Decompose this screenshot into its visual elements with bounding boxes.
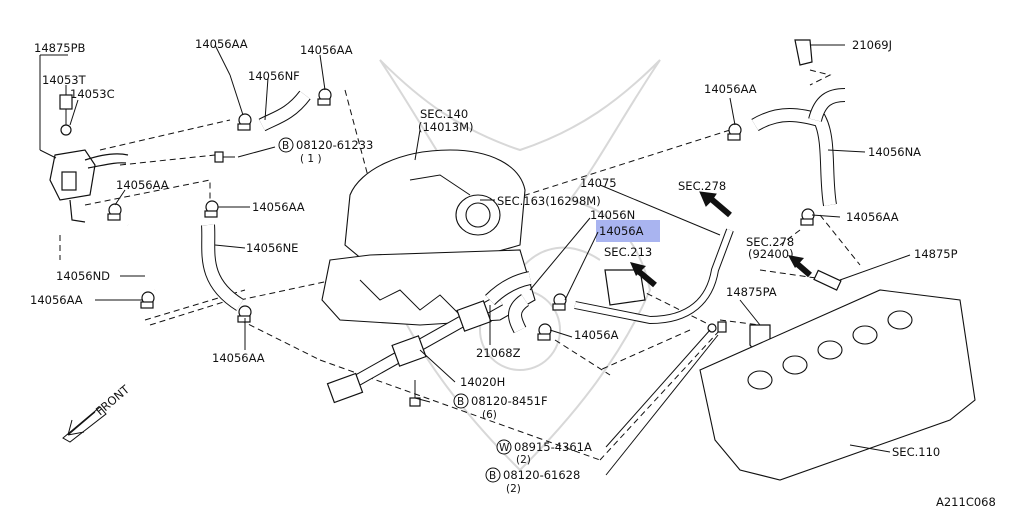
label-14053C[interactable]: 14053C (70, 87, 115, 101)
label-qty: ( 1 ) (300, 153, 322, 165)
circle-b-icon: B (278, 137, 294, 153)
label-14056AA[interactable]: 14056AA (30, 293, 83, 307)
label-14056NE[interactable]: 14056NE (246, 241, 298, 255)
highlight-box (596, 220, 660, 242)
bolt-icon[interactable] (409, 380, 421, 407)
leader (69, 99, 79, 126)
front-arrow-icon (62, 406, 107, 443)
label-sec110[interactable]: SEC.110 (892, 445, 940, 459)
front-label: FRONT (93, 382, 133, 419)
bolt-icon[interactable] (214, 151, 235, 163)
label-sec213[interactable]: SEC.213 (604, 245, 652, 259)
label-sec140[interactable]: SEC.140 (420, 107, 468, 121)
label-14056NA[interactable]: 14056NA (868, 145, 921, 159)
bracket-21069J[interactable] (794, 39, 813, 66)
circle-b-icon: B (453, 393, 469, 409)
sensor-14875P[interactable] (813, 269, 842, 291)
hose-14056NA[interactable] (751, 88, 846, 207)
label-14056AA[interactable]: 14056AA (212, 351, 265, 365)
intake-manifold (321, 149, 536, 326)
circle-w-icon: W (496, 439, 512, 455)
label-14056AA[interactable]: 14056AA (195, 37, 248, 51)
label-14056AA[interactable]: 14056AA (846, 210, 899, 224)
label-14075[interactable]: 14075 (580, 176, 617, 190)
label-14056NF[interactable]: 14056NF (248, 69, 300, 83)
clamp-icon[interactable] (204, 200, 219, 218)
label-14020H[interactable]: 14020H (460, 375, 505, 389)
label-08120-61628[interactable]: 08120-61628 (503, 468, 580, 482)
label-14875PB[interactable]: 14875PB (34, 41, 86, 55)
label-sec278[interactable]: SEC.278 (746, 235, 794, 249)
label-sec278[interactable]: SEC.278 (678, 179, 726, 193)
figure-code: A211C068 (936, 495, 996, 509)
svg-text:W: W (499, 442, 510, 454)
leader (39, 149, 57, 159)
leader-lines (95, 44, 911, 476)
label-14056AA[interactable]: 14056AA (116, 178, 169, 192)
clamp-icon[interactable] (727, 123, 742, 141)
clamp-icon[interactable] (552, 293, 567, 311)
circle-b-icon: B (485, 467, 501, 483)
cylinder-block (699, 289, 976, 481)
clamp-icon[interactable] (237, 113, 252, 131)
svg-text:B: B (489, 470, 496, 482)
hose-21068Z[interactable] (485, 271, 532, 334)
label-sec278-sub: (92400) (748, 247, 794, 261)
guide-lines (59, 69, 861, 461)
label-08120-61233[interactable]: 08120-61233 (296, 138, 373, 152)
clamp-icon[interactable] (317, 88, 332, 106)
clamp-icon[interactable] (107, 203, 122, 221)
label-qty: (2) (516, 454, 531, 466)
hose-14056ND[interactable] (126, 219, 165, 292)
arrow-sec278-2 (788, 255, 812, 278)
label-21068Z[interactable]: 21068Z (476, 346, 521, 360)
label-14056N[interactable]: 14056N (590, 208, 635, 222)
svg-text:B: B (457, 396, 464, 408)
label-14056AA[interactable]: 14056AA (300, 43, 353, 57)
pipe-14075[interactable] (574, 228, 734, 325)
label-qty: (6) (482, 409, 497, 421)
arrow-sec278-1 (699, 191, 732, 218)
label-14875PA[interactable]: 14875PA (726, 285, 777, 299)
clamp-icon[interactable] (537, 323, 552, 341)
label-sec140-sub: (14013M) (418, 120, 473, 134)
valve-assembly-14875PB[interactable] (49, 94, 129, 223)
label-14056A-highlighted[interactable]: 14056A (599, 224, 644, 238)
label-qty: (2) (506, 483, 521, 495)
label-14056AA[interactable]: 14056AA (704, 82, 757, 96)
label-14056ND[interactable]: 14056ND (56, 269, 110, 283)
clamp-icon[interactable] (140, 291, 155, 309)
arrow-sec213 (630, 262, 657, 288)
svg-text:B: B (282, 140, 289, 152)
label-14875P[interactable]: 14875P (914, 247, 958, 261)
label-14056AA[interactable]: 14056AA (252, 200, 305, 214)
hose-14056NE[interactable] (201, 224, 244, 311)
bolt-icon[interactable] (707, 321, 727, 333)
label-08120-8451F[interactable]: 08120-8451F (471, 394, 548, 408)
label-sec163[interactable]: SEC.163(16298M) (497, 194, 601, 208)
hose-14056NF[interactable] (258, 90, 311, 132)
label-14053T[interactable]: 14053T (42, 73, 87, 87)
label-08915-4361A[interactable]: 08915-4361A (514, 440, 592, 454)
clamp-icon[interactable] (800, 208, 815, 226)
pipe-14020H[interactable] (326, 294, 503, 404)
label-14056A[interactable]: 14056A (574, 328, 619, 342)
label-21069J[interactable]: 21069J (852, 38, 892, 52)
